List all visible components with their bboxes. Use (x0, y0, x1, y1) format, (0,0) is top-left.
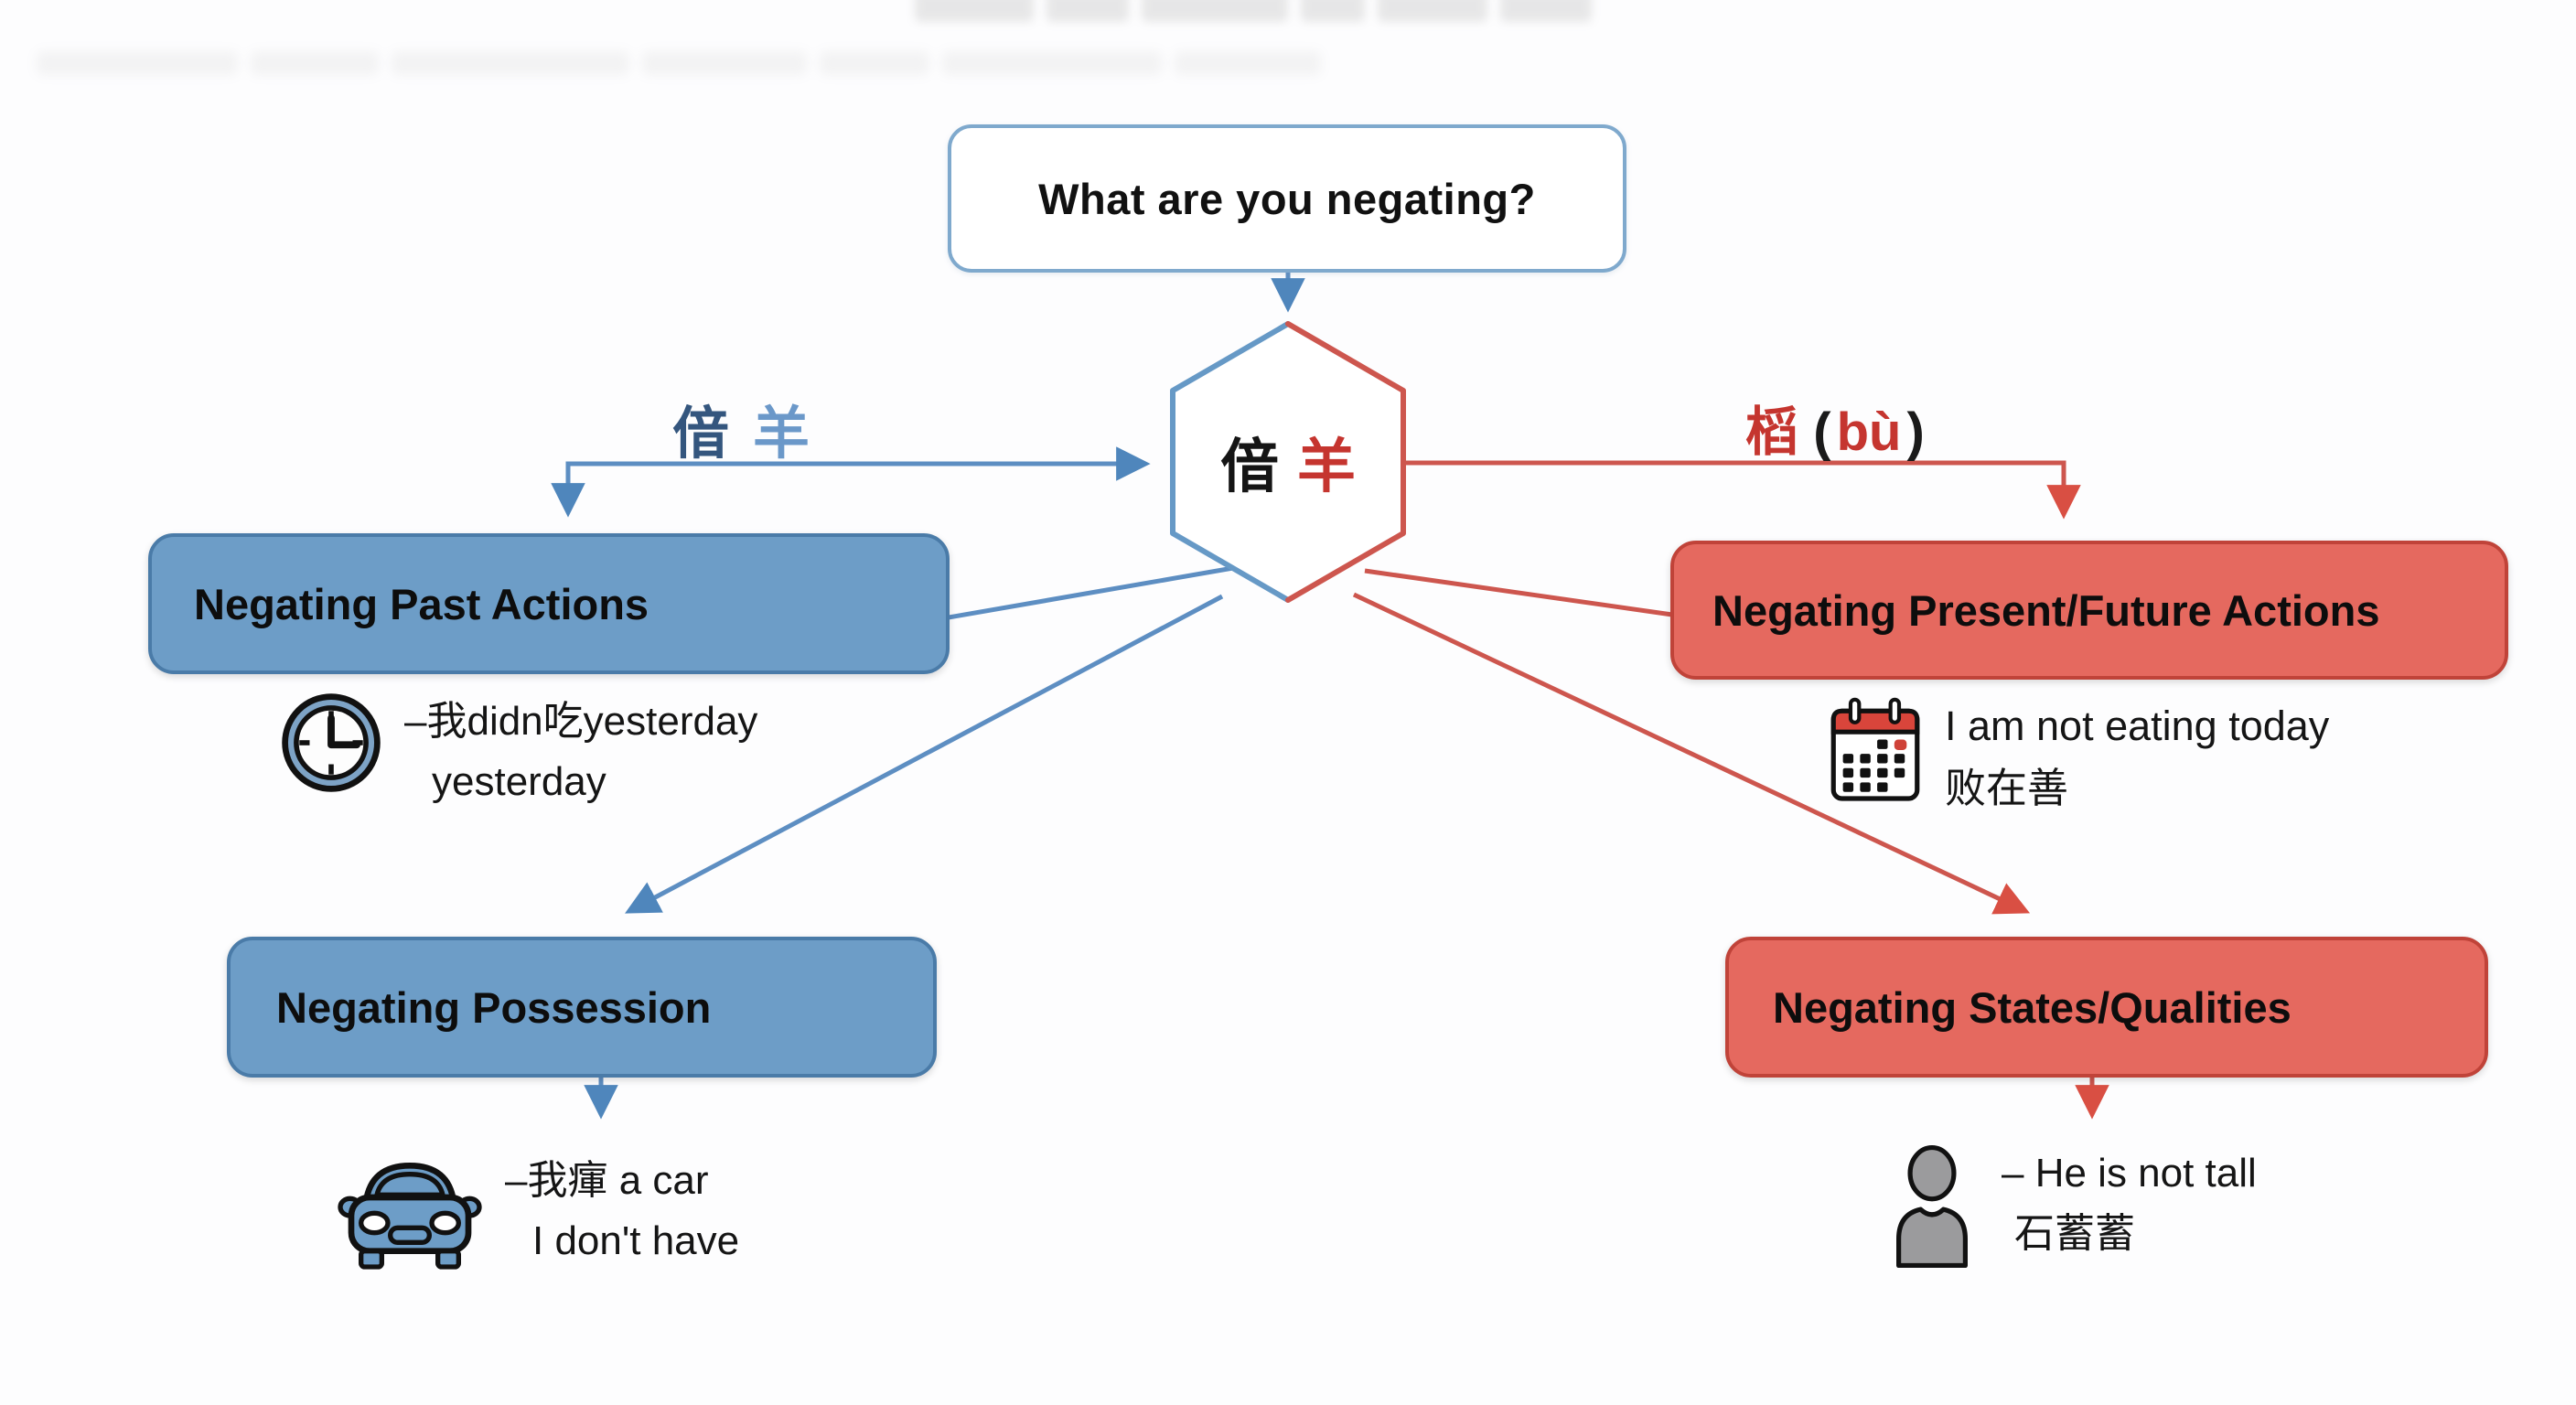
node-states-qualities: Negating States/Qualities (1725, 937, 2488, 1078)
possession-example-line1: –我瘒 a car (505, 1158, 709, 1203)
example-present-future: I am not eating today 败在善 (1828, 695, 2329, 819)
example-states-qualities: – He is not tall 石蓄蓄 (1884, 1143, 2257, 1272)
question-text: What are you negating? (1038, 174, 1536, 223)
node-possession-label: Negating Possession (276, 982, 712, 1032)
connector-past-to-hexagon (900, 565, 1234, 628)
person-icon (1884, 1143, 1980, 1272)
hexagon-blue-half (1170, 321, 1291, 603)
ghost-text-top (915, 0, 1647, 22)
mei-char-2: 羊 (753, 402, 810, 466)
states-example-line2: 石蓄蓄 (2014, 1211, 2135, 1256)
node-past-actions: Negating Past Actions (148, 533, 950, 674)
connector-hexagon-to-presentfuture (1364, 568, 1673, 617)
node-present-future-label: Negating Present/Future Actions (1712, 585, 2380, 635)
node-past-actions-label: Negating Past Actions (194, 579, 649, 628)
states-example-line1: – He is not tall (2002, 1151, 2257, 1196)
connector-bu-branch (1403, 460, 2081, 520)
bu-pinyin: bù (1836, 402, 1902, 462)
ghost-text-row2 (37, 51, 1519, 75)
node-states-qualities-label: Negating States/Qualities (1773, 982, 2292, 1032)
hexagon-label: 偣 羊 (1173, 391, 1403, 533)
past-example-line1: –我didn吃yesterday (404, 699, 758, 744)
connector-hexagon-to-possession (625, 594, 1224, 914)
past-example-line2: yesterday (432, 759, 606, 804)
branch-label-mei: 偣 羊 (595, 387, 887, 469)
example-past-actions: –我didn吃yesterday yesterday (280, 692, 757, 812)
possession-example-line2: I don't have (532, 1218, 740, 1263)
calendar-icon (1828, 695, 1923, 811)
present-future-example-line2: 败在善 (1945, 764, 2069, 811)
present-future-example-line1: I am not eating today (1945, 702, 2330, 749)
node-possession: Negating Possession (227, 937, 937, 1078)
connector-hexagon-to-states (1352, 592, 2031, 915)
mei-char-1: 偣 (671, 402, 729, 466)
clock-icon (280, 692, 382, 799)
car-icon (337, 1151, 483, 1278)
connector-mei-branch (551, 446, 1151, 518)
hexagon-black-char: 偣 (1220, 434, 1279, 499)
hexagon-red-char: 羊 (1297, 434, 1356, 499)
node-present-future-actions: Negating Present/Future Actions (1670, 541, 2508, 680)
question-box: What are you negating? (948, 124, 1626, 273)
bu-close-paren: ) (1906, 402, 1925, 462)
branch-label-bu: 槄 ( bù ) (1680, 389, 1991, 466)
example-possession: –我瘒 a car I don't have (337, 1151, 739, 1278)
hexagon-red-half (1285, 321, 1406, 603)
bu-hanzi: 槄 (1745, 402, 1799, 462)
hexagon-shape (1170, 321, 1406, 603)
bu-open-paren: ( (1813, 402, 1831, 462)
